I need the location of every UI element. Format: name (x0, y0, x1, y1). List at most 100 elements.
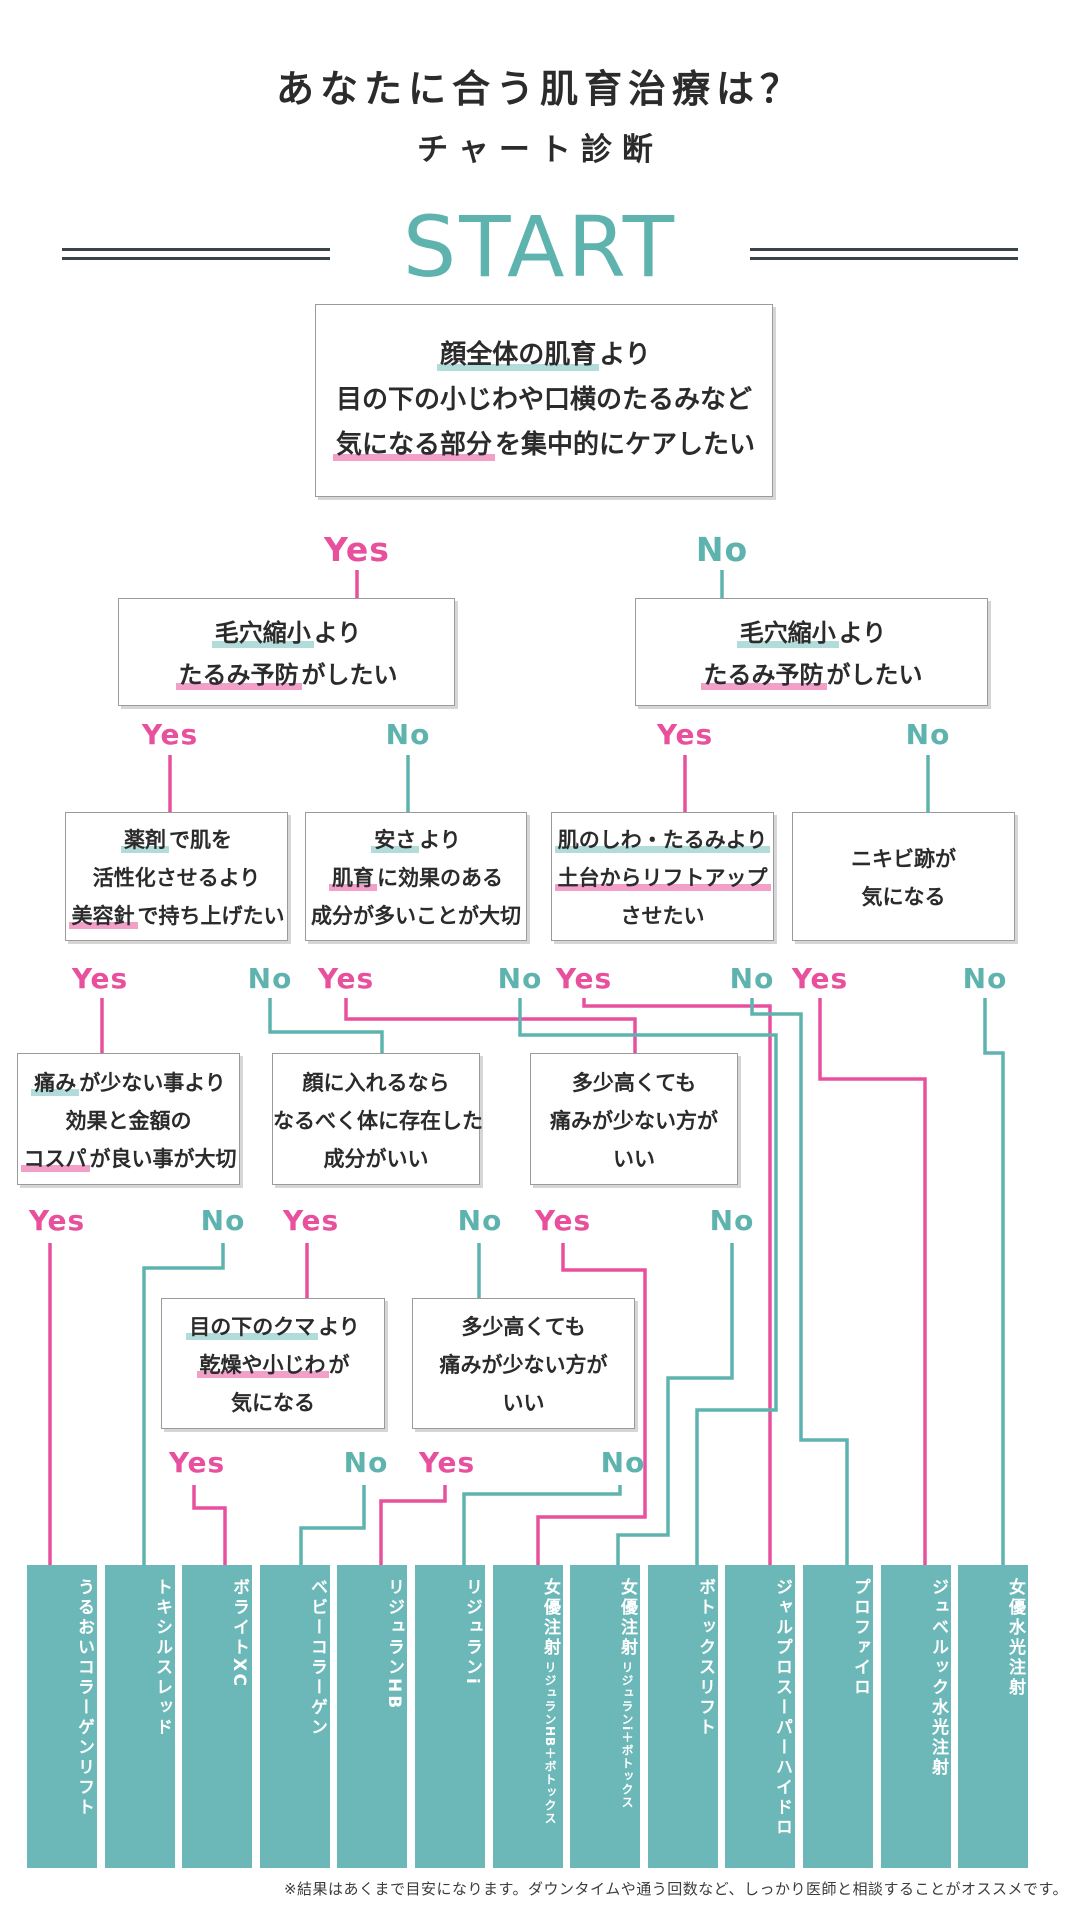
question-box-acne: ニキビ跡が 気になる (792, 812, 1015, 941)
treatment-bar-jalupro-super-hydro: ジャルプロスーパーハイドロ (725, 1565, 795, 1868)
edge-lesspain-a-yes-bar7 (536, 1243, 647, 1567)
yes-label-row1: Yes (324, 530, 390, 569)
question-line: 痛みが少ない事より (18, 1064, 239, 1102)
treatment-bar-profhilo: プロファイロ (803, 1565, 873, 1868)
question-line: 痛みが少ない方が (439, 1353, 608, 1377)
question-box-dryness: 目の下のクマより 乾燥や小じわが 気になる (161, 1298, 385, 1429)
question-line: 顔に入れるなら (302, 1071, 450, 1095)
treatment-bar-joyu-chusha-i: 女優注射リジュランi＋ボトックス (570, 1565, 640, 1868)
question-line: 気になる (231, 1391, 315, 1415)
yes-label-row3-liftup: Yes (555, 962, 613, 995)
question-line: 成分が多いことが大切 (311, 904, 521, 928)
treatment-bar-toxil-thread: トキシルスレッド (105, 1565, 175, 1868)
no-label-row4-natural: No (457, 1204, 503, 1237)
question-line: 痛みが少ない方が (550, 1109, 718, 1133)
treatment-bar-joyu-suikou: 女優水光注射 (958, 1565, 1028, 1868)
question-line: 安さより (306, 821, 526, 859)
question-line: たるみ予防がしたい (636, 654, 987, 696)
yes-label-row3-needle: Yes (71, 962, 129, 995)
question-line: コスパが良い事が大切 (18, 1140, 239, 1178)
question-box-start: 顔全体の肌育より 目の下の小じわや口横のたるみなど 気になる部分を集中的にケアし… (315, 304, 773, 497)
start-rule-right (750, 248, 1018, 260)
no-label-row2-left: No (385, 718, 431, 751)
question-line: 乾燥や小じわが (162, 1346, 384, 1384)
question-line: ニキビ跡が (851, 847, 956, 871)
question-line: 目の下のクマより (162, 1308, 384, 1346)
yes-label-row4-natural: Yes (282, 1204, 340, 1237)
question-line: なるべく体に存在した (273, 1109, 483, 1133)
question-line: たるみ予防がしたい (119, 654, 454, 696)
question-box-lesspain-b: 多少高くても 痛みが少ない方が いい (412, 1298, 635, 1429)
question-box-liftup: 肌のしわ・たるみより 土台からリフトアップ させたい (551, 812, 774, 941)
question-line: 目の下の小じわや口横のたるみなど (335, 385, 752, 415)
edge-acne-yes-bar12 (818, 998, 927, 1567)
question-line: 成分がいい (323, 1147, 429, 1171)
question-line: 多少高くても (571, 1071, 697, 1095)
edge-ingredients-yes (344, 998, 637, 1055)
no-label-row1: No (695, 530, 749, 569)
question-box-lesspain-a: 多少高くても 痛みが少ない方が いい (530, 1053, 738, 1185)
yes-label-row4-cospa: Yes (28, 1204, 86, 1237)
yes-label-row5-lesspain-b: Yes (418, 1446, 476, 1479)
question-box-natural: 顔に入れるなら なるべく体に存在した 成分がいい (272, 1053, 483, 1185)
no-label-row3-acne: No (962, 962, 1008, 995)
question-line: させたい (620, 904, 705, 928)
edge-lesspain-b-yes-bar5 (379, 1485, 447, 1567)
question-line: いい (502, 1391, 545, 1415)
no-label-row4-lesspain-a: No (709, 1204, 755, 1237)
treatment-bar-botox-lift: ボトックスリフト (648, 1565, 718, 1868)
question-line: 活性化させるより (92, 866, 261, 890)
yes-label-row3-ingredients: Yes (317, 962, 375, 995)
question-line: 毛穴縮小より (636, 612, 987, 654)
edge-ingredients-no-bar9 (518, 998, 778, 1567)
question-line: 顔全体の肌育より (316, 333, 772, 378)
edge-lesspain-a-no-bar8 (616, 1243, 734, 1567)
edge-dryness-yes-bar3 (192, 1485, 227, 1567)
no-label-row3-needle: No (247, 962, 293, 995)
treatment-bar-joyu-chusha-hb: 女優注射リジュランHB＋ボトックス (493, 1565, 563, 1868)
edge-liftup-yes-bar10 (582, 998, 772, 1567)
footer-note: ※結果はあくまで目安になります。ダウンタイムや通う回数など、しっかり医師と相談す… (283, 1880, 1068, 1898)
no-label-row3-ingredients: No (497, 962, 543, 995)
question-line: いい (613, 1147, 655, 1171)
question-line: 効果と金額の (65, 1109, 192, 1133)
no-label-row5-lesspain-b: No (600, 1446, 646, 1479)
question-line: 薬剤で肌を (66, 821, 287, 859)
yes-label-row5-dryness: Yes (168, 1446, 226, 1479)
treatment-bar-rejuran-i: リジュランi (415, 1565, 485, 1868)
no-label-row3-liftup: No (729, 962, 775, 995)
question-box-pore-left: 毛穴縮小より たるみ予防がしたい (118, 598, 455, 706)
edge-dryness-no-bar4 (299, 1485, 366, 1567)
question-line: 土台からリフトアップ (552, 859, 773, 897)
edge-lesspain-b-no-bar6 (462, 1485, 622, 1567)
question-box-ingredients: 安さより 肌育に効果のある 成分が多いことが大切 (305, 812, 527, 941)
question-box-needle: 薬剤で肌を 活性化させるより 美容針で持ち上げたい (65, 812, 288, 941)
question-box-cospa: 痛みが少ない事より 効果と金額の コスパが良い事が大切 (17, 1053, 240, 1185)
start-heading: START (402, 198, 678, 296)
edge-cospa-no-bar2 (142, 1243, 225, 1567)
page-title: あなたに合う肌育治療は？ (275, 67, 804, 111)
question-line: 美容針で持ち上げたい (66, 897, 287, 935)
question-line: 気になる (861, 885, 946, 909)
treatment-bar-rejuran-hb: リジュランHB (337, 1565, 407, 1868)
start-rule-left (62, 248, 330, 260)
yes-label-row3-acne: Yes (791, 962, 849, 995)
treatment-bar-baby-collagen: ベビーコラーゲン (260, 1565, 330, 1868)
page-subtitle: チャート診断 (417, 132, 663, 168)
treatment-bar-uruoi-collagen-lift: うるおいコラーゲンリフト (27, 1565, 97, 1868)
treatment-bar-volite-xc: ボライトXC (182, 1565, 252, 1868)
yes-label-row2-left: Yes (141, 718, 199, 751)
edge-needle-no (268, 998, 384, 1055)
no-label-row5-dryness: No (343, 1446, 389, 1479)
question-line: 多少高くても (461, 1315, 586, 1339)
no-label-row4-cospa: No (200, 1204, 246, 1237)
question-line: 毛穴縮小より (119, 612, 454, 654)
edge-liftup-no-bar11 (750, 998, 849, 1567)
question-line: 肌育に効果のある (306, 859, 526, 897)
treatment-bar-juvelook-suikou: ジュベルック水光注射 (881, 1565, 951, 1868)
no-label-row2-right: No (905, 718, 951, 751)
edge-acne-no-bar13 (983, 998, 1005, 1567)
yes-label-row4-lesspain-a: Yes (534, 1204, 592, 1237)
